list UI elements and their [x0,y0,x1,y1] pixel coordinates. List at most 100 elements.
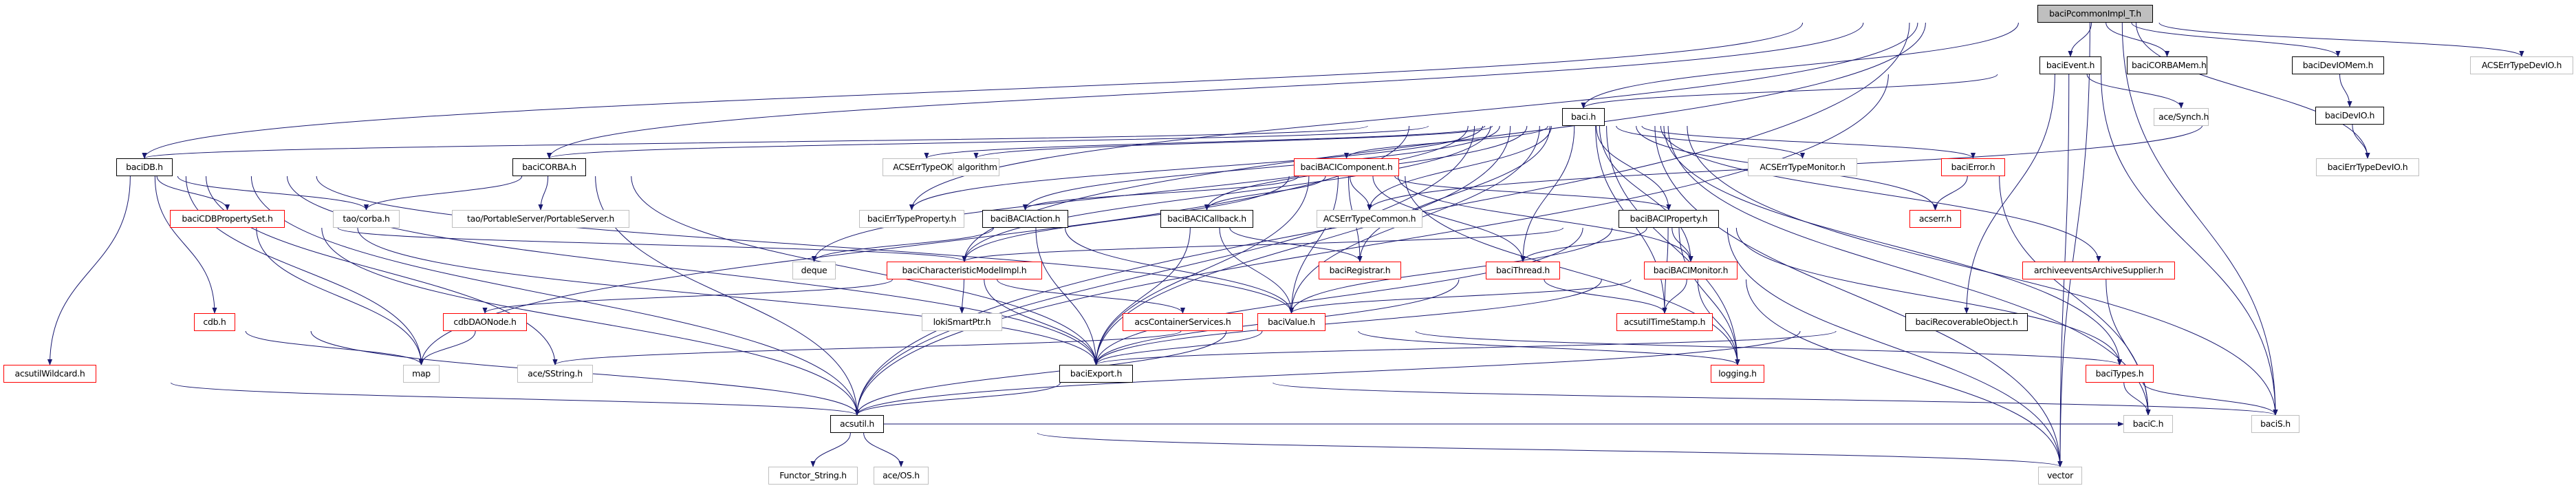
node-tao-PortableServer: tao/PortableServer/PortableServer.h [452,210,629,228]
node-baciDevIOMem[interactable]: baciDevIOMem.h [2292,56,2384,74]
edge-baciBACIComponent-to-logging [1405,176,1740,365]
edge-baciRecoverableObject-to-baciExport [1094,330,1837,365]
edge-baciBACIAction-to-baciExport [1035,227,1099,365]
node-baciCharacteristicModelImpl[interactable]: baciCharacteristicModelImpl.h [887,262,1042,279]
edge-baci-to-baciBACIAction [1022,125,1500,211]
edge-baciCORBA-to-taoCorba [363,176,523,211]
edge-baci-to-ACSErrTypeOK [924,125,1486,159]
edge-acsutil-to-FunctorString [810,432,851,467]
node-baciValue[interactable]: baciValue.h [1257,313,1325,331]
node-baci[interactable]: baci.h [1562,108,1605,126]
node-baciError[interactable]: baciError.h [1941,158,2005,176]
edge-baciValue-to-aceSString [552,330,1182,365]
node-acsutilTimeStamp[interactable]: acsutilTimeStamp.h [1616,313,1713,331]
edge-baci-to-baciCORBA [547,125,1429,159]
edge-baciCharModelImpl-to-cdbDAONode [482,279,893,314]
edge-baciBACICallback-to-baciValue [1219,227,1295,314]
edge-cdb-to-map [245,330,424,365]
node-vector: vector [2038,467,2082,485]
edge-baci-to-algorithm [973,125,1493,159]
edge-baciDevIOMem-to-baciDevIO [2339,74,2352,107]
edge-baci-to-ACSErrTypeCommon [1367,125,1552,211]
edge-baciBACIProperty-to-baciExport [1093,227,1583,365]
node-lokiSmartPtr: lokiSmartPtr.h [922,313,1002,331]
node-baciBACIAction[interactable]: baciBACIAction.h [982,210,1068,228]
edge-baciEvent-to-baciRecoverableObject [1964,74,2055,314]
edge-baciBACIProperty-to-baciTypes [1735,227,2123,365]
node-baciExport[interactable]: baciExport.h [1059,365,1133,383]
edge-baciBACIComponent-to-baciBACICallback [1204,176,1326,211]
node-baciS: baciS.h [2251,415,2299,433]
edge-baci-to-baciRegistrar [1357,125,1550,262]
node-Functor_String: Functor_String.h [768,467,858,485]
node-baciDB[interactable]: baciDB.h [116,158,173,176]
edge-baciExport-to-acsutil [854,382,1061,416]
edge-baci-to-vector [1654,125,2063,467]
node-map: map [403,365,440,383]
node-baciCORBAMem[interactable]: baciCORBAMem.h [2127,56,2207,74]
node-baciBACIComponent[interactable]: baciBACIComponent.h [1294,158,1399,176]
edge-baciError-to-acserr [1932,176,1968,211]
edge-baciBACIMonitor-to-vector [1746,279,2063,467]
node-ace-Synch: ace/Synch.h [2154,108,2209,126]
edge-baciDB-to-cdb [154,176,217,314]
node-baciCDBPropertySet[interactable]: baciCDBPropertySet.h [170,210,285,228]
node-acsutilWildcard[interactable]: acsutilWildcard.h [3,365,96,383]
node-cdbDAONode[interactable]: cdbDAONode.h [443,313,527,331]
node-baciDevIO[interactable]: baciDevIO.h [2315,107,2384,125]
node-acserr[interactable]: acserr.h [1909,210,1961,228]
edge-baciDB-to-taoCorba [177,176,369,211]
edge-baciDB-to-acsutil [250,176,860,416]
edge-baciValue-to-baciTypes [1415,330,2122,365]
edge-baciEvent-to-acsutil [854,74,1889,416]
node-baciErrTypeProperty: baciErrTypeProperty.h [859,210,964,228]
edge-baciBACIProperty-to-vector [1727,227,2063,467]
edge-baciCDBPropertySet-to-acsutil [321,227,860,416]
node-baciBACIProperty[interactable]: baciBACIProperty.h [1619,210,1719,228]
edge-baci-to-baciBACIProperty [1596,125,1671,211]
node-baciBACIMonitor[interactable]: baciBACIMonitor.h [1644,262,1738,279]
edge-baciDB-to-baciValue [316,176,1294,314]
node-baciThread[interactable]: baciThread.h [1486,262,1560,279]
edge-baciCharModelImpl-to-acsContainerServices [997,279,1186,314]
edge-root-to-vector [2057,22,2090,467]
edge-baciBACICallback-to-baciRegistrar [1229,227,1363,262]
edge-baci-to-archiveSupplier [1660,125,2101,262]
node-acsContainerServices[interactable]: acsContainerServices.h [1123,313,1243,331]
node-logging[interactable]: logging.h [1711,365,1764,383]
node-deque: deque [792,262,836,279]
edge-baciBACICallback-to-baciExport [1093,227,1191,365]
edge-baciDB-to-acsutilWildcard [47,176,131,365]
edge-acsutil-to-vector [1037,432,2063,467]
node-cdb[interactable]: cdb.h [194,313,235,331]
edge-baciBACIProperty-to-baciBACIMonitor [1671,227,1693,262]
edge-baci-to-baciTypes [1663,125,2123,365]
node-baciEvent[interactable]: baciEvent.h [2039,56,2101,74]
edge-baciBACIProperty-to-baciValue [1288,227,1613,314]
edge-baci-to-baciDB [142,125,1368,159]
edge-baciBACIComponent-to-baciValue [1288,176,1339,314]
edge-baciBACIComponent-to-baciBACIMonitor [1398,176,1693,262]
edge-baciCORBA-to-baciExport [631,176,1099,365]
edge-baci-to-baciExport [1093,125,1511,365]
edge-baciBACIProperty-to-baciThread [1520,227,1647,262]
edge-baciBACIMonitor-to-logging [1697,279,1740,365]
node-baciRecoverableObject[interactable]: baciRecoverableObject.h [1905,313,2028,331]
node-baciCORBA[interactable]: baciCORBA.h [512,158,586,176]
node-acsutil[interactable]: acsutil.h [830,415,884,433]
edge-baciCDBPropertySet-to-baciCharModelImpl [337,227,967,262]
edge-baciCharModelImpl-to-lokiSmartPtr [959,279,965,314]
edge-root-to-baciErrTypeProperty [909,22,1918,211]
edge-root-to-baciS [2121,22,2278,416]
node-baciC: baciC.h [2123,415,2173,433]
edge-baciBACIComponent-to-baciBACIProperty [1394,176,1671,211]
node-baciTypes[interactable]: baciTypes.h [2086,365,2154,383]
node-baciRegistrar[interactable]: baciRegistrar.h [1319,262,1401,279]
edge-baciBACIAction-to-deque [811,227,994,262]
node-baciErrTypeDevIO: baciErrTypeDevIO.h [2316,158,2419,176]
node-archiveeventsArchiveSupplier[interactable]: archiveeventsArchiveSupplier.h [2022,262,2175,279]
edge-root-to-baciCORBAMem [2106,22,2170,57]
node-baciPcommonImpl_T[interactable]: baciPcommonImpl_T.h [2037,5,2153,23]
edge-acsutilWildcard-to-acsutil [171,382,860,416]
node-baciBACICallback[interactable]: baciBACICallback.h [1160,210,1253,228]
